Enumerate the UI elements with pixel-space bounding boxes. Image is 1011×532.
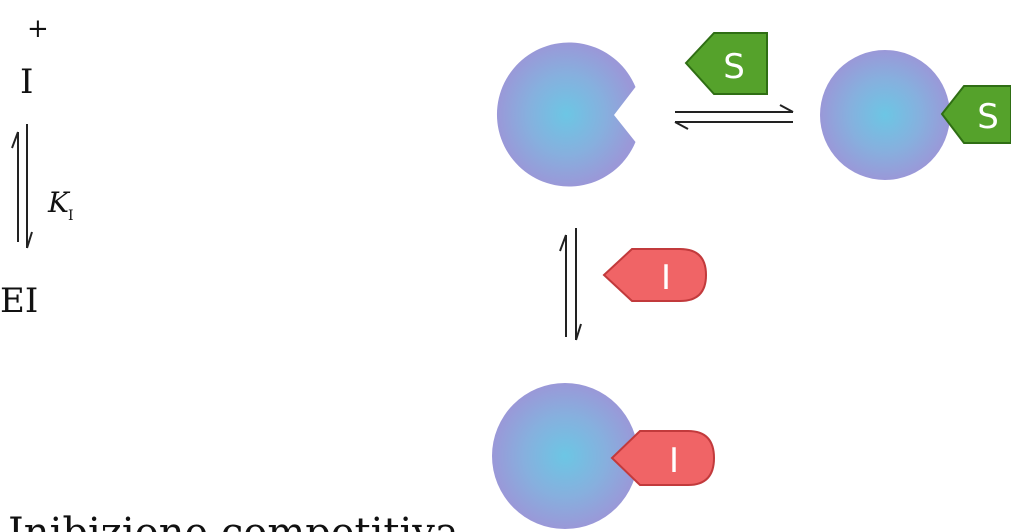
enzyme-inhibitor-complex: I xyxy=(492,383,716,529)
dissociation-constant: K xyxy=(47,186,71,219)
caption: Inibizione competitiva xyxy=(8,510,459,532)
dissociation-constant-subscript: I xyxy=(68,208,74,224)
free-enzyme xyxy=(496,42,636,187)
equilibrium-arrow-left xyxy=(11,124,33,249)
equilibrium-arrow-horizontal xyxy=(674,104,794,130)
substrate-label: S xyxy=(723,47,745,87)
bound-substrate-label: S xyxy=(977,97,999,137)
free-substrate: S xyxy=(684,32,768,95)
enzyme-substrate-complex: S xyxy=(820,50,1011,180)
bound-inhibitor-label: I xyxy=(669,441,679,481)
inhibitor-symbol: I xyxy=(20,62,33,102)
plus-sign: + xyxy=(27,14,49,44)
free-inhibitor: I xyxy=(602,248,708,302)
inhibitor-label: I xyxy=(661,258,671,298)
enzyme-inhibitor-complex-label: EI xyxy=(0,281,38,321)
equilibrium-arrow-vertical xyxy=(559,228,582,341)
